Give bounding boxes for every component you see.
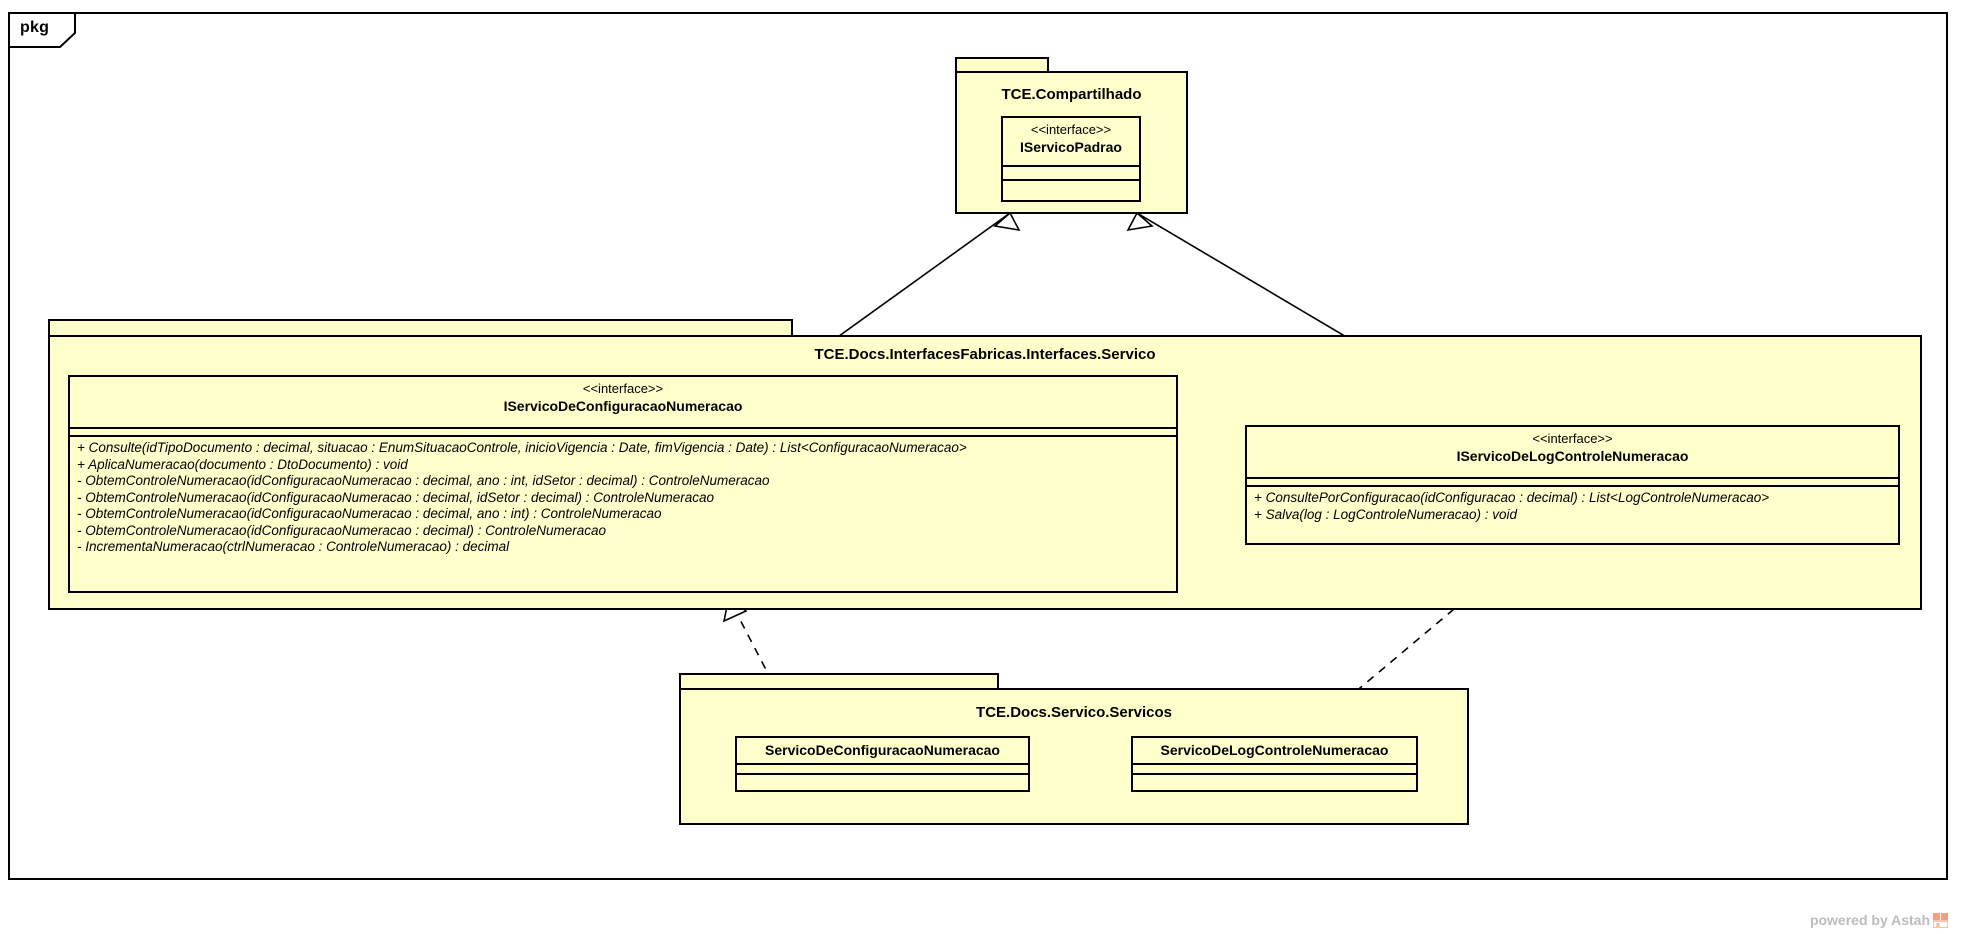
astah-logo-icon: a — [1932, 912, 1949, 929]
interface-iservicodelogcontrolenumeracao-name: IServicoDeLogControleNumeracao — [1456, 448, 1689, 464]
operation-item: - ObtemControleNumeracao(idConfiguracaoN… — [77, 489, 715, 505]
class-servicodelogcontrolenumeracao-operations — [1133, 775, 1416, 790]
class-servicodelogcontrolenumeracao-name: ServicoDeLogControleNumeracao — [1160, 742, 1389, 758]
class-servicodeconfiguracaonumeracao-operations — [737, 775, 1028, 790]
astah-watermark: powered by Astah a — [1809, 912, 1949, 929]
interface-iservicodeconfiguracaonumeracao-header: <<interface>> IServicoDeConfiguracaoNume… — [70, 377, 1176, 429]
frame-tab-shape — [8, 12, 76, 48]
interface-iservicodeconfiguracaonumeracao-stereotype: <<interface>> — [582, 381, 664, 396]
interface-iservicodeconfiguracaonumeracao-operations: + Consulte(idTipoDocumento : decimal, si… — [70, 437, 1176, 559]
interface-iservicopadrao[interactable]: <<interface>> IServicoPadrao — [1001, 116, 1141, 202]
operation-item: + ConsultePorConfiguracao(idConfiguracao… — [1254, 490, 1770, 505]
class-servicodelogcontrolenumeracao-header: ServicoDeLogControleNumeracao — [1133, 738, 1416, 765]
operation-item: - ObtemControleNumeracao(idConfiguracaoN… — [77, 522, 606, 538]
operation-item: + AplicaNumeracao(documento : DtoDocumen… — [77, 456, 408, 472]
watermark-label: powered by Astah — [1809, 912, 1930, 928]
operation-item: - ObtemControleNumeracao(idConfiguracaoN… — [77, 506, 662, 521]
interface-iservicodeconfiguracaonumeracao-attributes — [70, 429, 1176, 437]
operation-item: + Consulte(idTipoDocumento : decimal, si… — [77, 440, 967, 455]
interface-iservicodelogcontrolenumeracao[interactable]: <<interface>> IServicoDeLogControleNumer… — [1245, 425, 1900, 545]
package-tab-compartilhado — [955, 57, 1049, 73]
diagram-frame-tab: pkg — [8, 12, 76, 48]
interface-iservicopadrao-stereotype: <<interface>> — [1030, 122, 1112, 137]
class-servicodeconfiguracaonumeracao-attributes — [737, 765, 1028, 775]
package-title-servico-servicos: TCE.Docs.Servico.Servicos — [976, 704, 1172, 721]
operation-item: - ObtemControleNumeracao(idConfiguracaoN… — [77, 473, 770, 488]
class-servicodeconfiguracaonumeracao[interactable]: ServicoDeConfiguracaoNumeracao — [735, 736, 1030, 792]
interface-iservicopadrao-operations — [1003, 181, 1139, 198]
class-servicodeconfiguracaonumeracao-header: ServicoDeConfiguracaoNumeracao — [737, 738, 1028, 765]
frame-tab-label: pkg — [20, 19, 50, 36]
interface-iservicodelogcontrolenumeracao-stereotype: <<interface>> — [1532, 431, 1613, 446]
class-servicodeconfiguracaonumeracao-name: ServicoDeConfiguracaoNumeracao — [765, 742, 1000, 758]
interface-iservicodeconfiguracaonumeracao[interactable]: <<interface>> IServicoDeConfiguracaoNume… — [68, 375, 1178, 593]
package-title-interfaces-servico: TCE.Docs.InterfacesFabricas.Interfaces.S… — [814, 346, 1156, 363]
interface-iservicopadrao-header: <<interface>> IServicoPadrao — [1003, 118, 1139, 167]
interface-iservicopadrao-name: IServicoPadrao — [1020, 139, 1122, 155]
svg-text:a: a — [1936, 922, 1940, 928]
interface-iservicopadrao-attributes — [1003, 167, 1139, 181]
class-servicodelogcontrolenumeracao[interactable]: ServicoDeLogControleNumeracao — [1131, 736, 1418, 792]
interface-iservicodelogcontrolenumeracao-header: <<interface>> IServicoDeLogControleNumer… — [1247, 427, 1898, 479]
interface-iservicodeconfiguracaonumeracao-name: IServicoDeConfiguracaoNumeracao — [503, 398, 743, 414]
class-servicodelogcontrolenumeracao-attributes — [1133, 765, 1416, 775]
interface-iservicodelogcontrolenumeracao-attributes — [1247, 479, 1898, 487]
operation-item: + Salva(log : LogControleNumeracao) : vo… — [1254, 506, 1518, 522]
interface-iservicodelogcontrolenumeracao-operations: + ConsultePorConfiguracao(idConfiguracao… — [1247, 487, 1898, 526]
package-title-compartilhado: TCE.Compartilhado — [1001, 86, 1142, 103]
operation-item: - IncrementaNumeracao(ctrlNumeracao : Co… — [77, 539, 510, 554]
package-tab-interfaces-servico — [48, 319, 793, 337]
package-tab-servico-servicos — [679, 673, 999, 690]
